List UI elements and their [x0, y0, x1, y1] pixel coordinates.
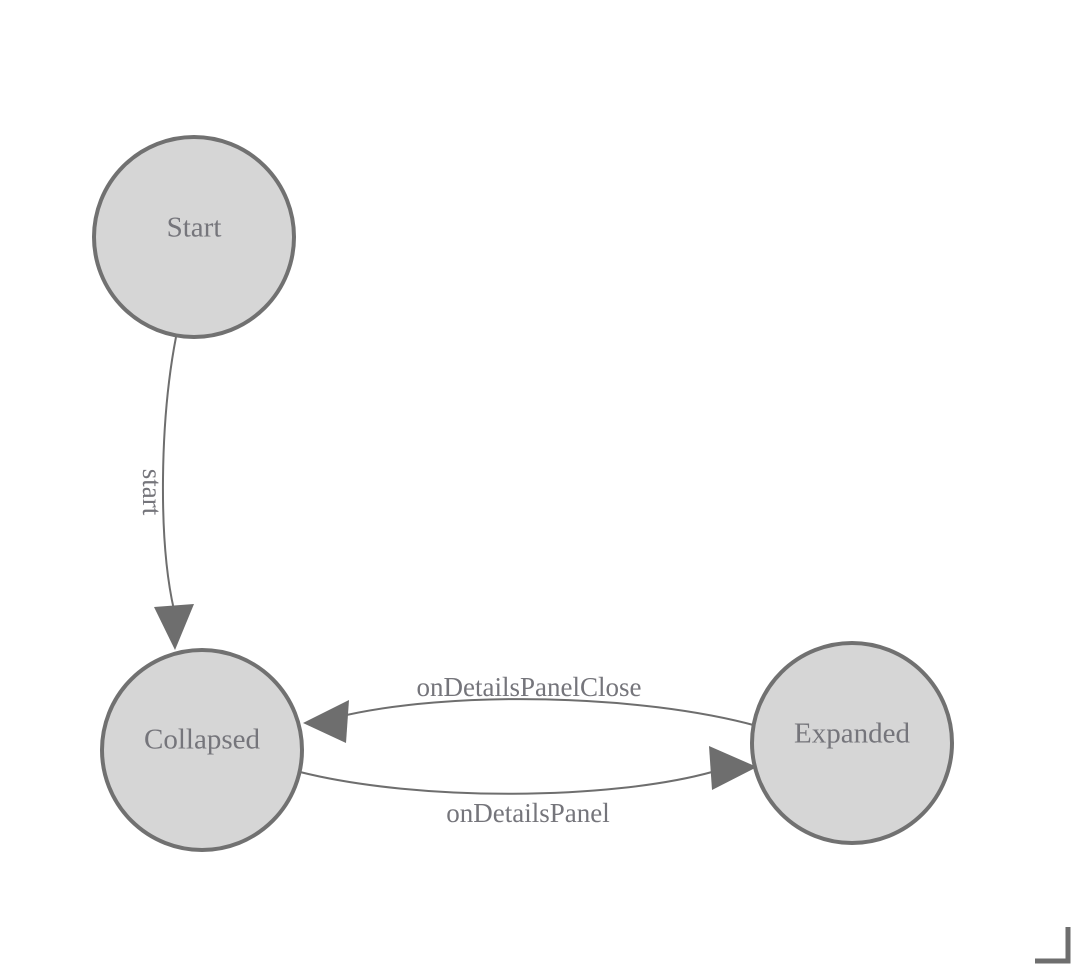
edge-label-on-details-panel: onDetailsPanel — [446, 798, 609, 828]
edge-start-to-collapsed[interactable]: start — [137, 336, 194, 650]
edge-collapsed-to-expanded[interactable]: onDetailsPanel — [299, 746, 757, 828]
state-node-collapsed-circle — [100, 648, 304, 852]
edge-collapsed-to-expanded-path — [299, 771, 713, 795]
edge-label-start: start — [137, 469, 167, 516]
state-node-start-circle — [92, 135, 296, 339]
arrowhead-into-collapsed-top — [154, 604, 194, 650]
state-node-expanded[interactable]: Expanded — [750, 641, 954, 845]
state-node-expanded-circle — [750, 641, 954, 845]
corner-bracket-icon — [1035, 927, 1071, 964]
edge-label-on-details-panel-close: onDetailsPanelClose — [417, 672, 642, 702]
edge-expanded-to-collapsed-path — [337, 698, 758, 727]
arrowhead-into-expanded-left — [709, 746, 757, 790]
state-node-collapsed-label: Collapsed — [144, 724, 260, 756]
state-node-start[interactable]: Start — [92, 135, 296, 339]
state-node-collapsed[interactable]: Collapsed — [100, 648, 304, 852]
bottom-right-corner-mark[interactable] — [1035, 927, 1071, 964]
edge-start-to-collapsed-path — [161, 336, 177, 611]
edge-expanded-to-collapsed[interactable]: onDetailsPanelClose — [303, 672, 758, 743]
state-node-start-label: Start — [167, 212, 222, 244]
state-node-expanded-label: Expanded — [794, 718, 910, 750]
arrowhead-into-collapsed-right — [303, 700, 349, 743]
